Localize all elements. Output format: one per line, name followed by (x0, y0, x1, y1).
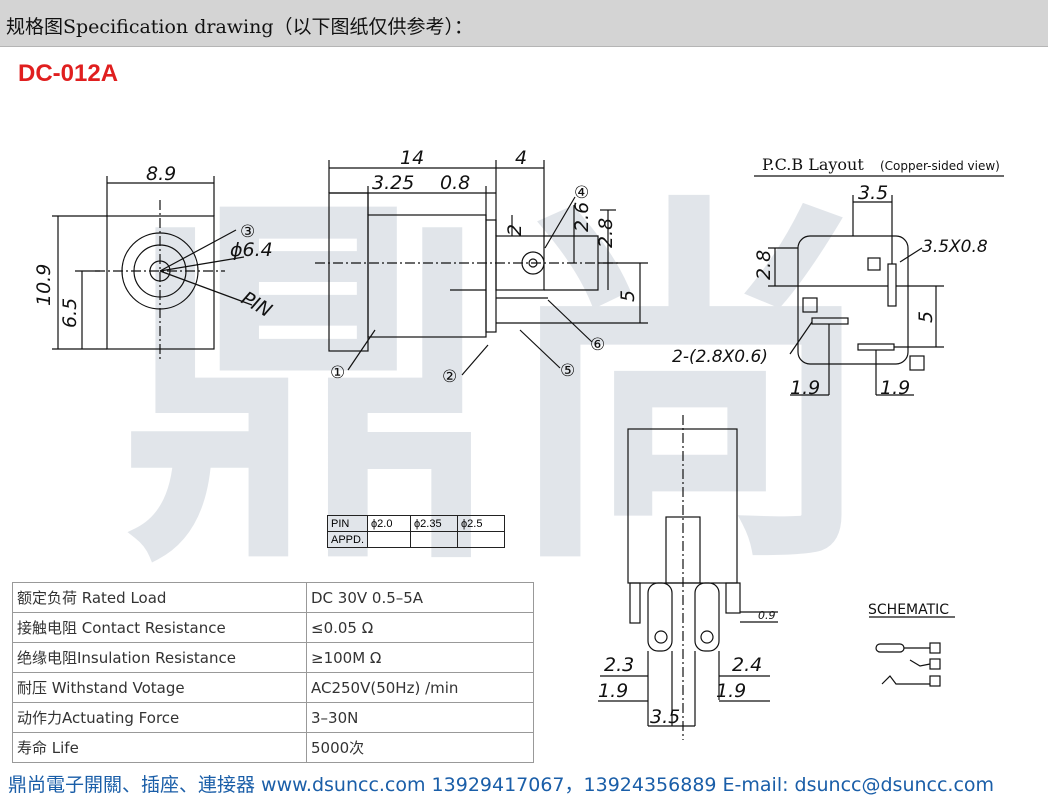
appd-cell: APPD. (326, 531, 369, 548)
bottom-view (598, 415, 778, 740)
footer-contact: 鼎尚電子開關、插座、連接器 www.dsuncc.com 13929417067… (8, 774, 995, 796)
pin-cell: PIN (326, 515, 369, 532)
bottom-right: 2.4 (732, 654, 762, 676)
schematic-title: SCHEMATIC (868, 602, 949, 618)
spec-value: 5000次 (306, 732, 534, 763)
pcb-right: 5 (915, 311, 937, 323)
spec-value: DC 30V 0.5–5A (306, 582, 534, 613)
pin-table: PIN ϕ2.0 ϕ2.35 ϕ2.5 APPD. (326, 515, 506, 548)
front-diameter: ϕ6.4 (230, 239, 273, 261)
spec-value: 3–30N (306, 702, 534, 733)
appd-cell (367, 531, 412, 548)
side-view (315, 160, 648, 376)
bottom-br: 1.9 (716, 680, 746, 702)
front-width: 8.9 (146, 163, 176, 185)
pin-cell: ϕ2.0 (367, 515, 412, 532)
page-title: 规格图Specification drawing（以下图纸仅供参考）： (6, 16, 474, 38)
spec-label: 接触电阻 Contact Resistance (12, 612, 307, 643)
side-h2: 2.6 (571, 202, 593, 232)
pcb-pad: 3.5X0.8 (922, 237, 988, 257)
footer: 鼎尚電子開關、插座、連接器 www.dsuncc.com 13929417067… (0, 765, 1048, 796)
bottom-span: 3.5 (650, 706, 680, 728)
spec-value: AC250V(50Hz) /min (306, 672, 534, 703)
spec-label: 寿命 Life (12, 732, 307, 763)
pcb-bottom-right: 1.9 (880, 377, 910, 399)
side-length: 14 (400, 147, 424, 169)
front-height: 10.9 (33, 264, 55, 306)
front-view (52, 176, 253, 360)
spec-row: 接触电阻 Contact Resistance≤0.05 Ω (12, 612, 534, 643)
side-h3: 2.8 (595, 218, 617, 248)
specification-drawing: 鼎尚 8.9 10.9 6.5 ϕ6.4 PIN ③ (33, 147, 1004, 740)
spec-value: ≤0.05 Ω (306, 612, 534, 643)
model-number: DC-012A (18, 60, 119, 87)
pcb-left: 2.8 (753, 250, 775, 280)
header-bar: 规格图Specification drawing（以下图纸仅供参考）： (0, 0, 1048, 47)
callout-2: ② (442, 367, 457, 387)
spec-label: 耐压 Withstand Votage (12, 672, 307, 703)
appd-cell (457, 531, 506, 548)
callout-4: ④ (574, 183, 589, 203)
spec-row: 绝缘电阻Insulation Resistance≥100M Ω (12, 642, 534, 673)
bottom-bl: 1.9 (598, 680, 628, 702)
pcb-top: 3.5 (858, 182, 888, 204)
pin-cell: ϕ2.35 (410, 515, 459, 532)
schematic-symbol (869, 616, 955, 687)
pcb-layout (754, 175, 1004, 396)
spec-label: 绝缘电阻Insulation Resistance (12, 642, 307, 673)
pin-cell: ϕ2.5 (457, 515, 506, 532)
side-h1: 2 (504, 224, 526, 236)
front-offset: 6.5 (59, 298, 81, 328)
appd-row: APPD. (326, 531, 506, 548)
side-seg1: 3.25 (372, 172, 414, 194)
side-seg2: 0.8 (440, 172, 470, 194)
front-callout: ③ (240, 222, 255, 242)
callout-1: ① (330, 363, 345, 383)
pcb-title: P.C.B Layout (762, 155, 864, 174)
pin-row: PIN ϕ2.0 ϕ2.35 ϕ2.5 (326, 515, 506, 532)
callout-5: ⑤ (560, 361, 575, 381)
appd-cell (410, 531, 459, 548)
bottom-left: 2.3 (604, 654, 634, 676)
spec-label: 额定负荷 Rated Load (12, 582, 307, 613)
pcb-slots: 2-(2.8X0.6) (672, 347, 768, 367)
spec-value: ≥100M Ω (306, 642, 534, 673)
bottom-thickness: 0.9 (758, 609, 776, 622)
pcb-subtitle: (Copper-sided view) (880, 159, 1000, 173)
pcb-bottom-left: 1.9 (790, 377, 820, 399)
side-tail: 4 (515, 147, 527, 169)
side-h4: 5 (617, 290, 639, 302)
callout-6: ⑥ (590, 335, 605, 355)
spec-label: 动作力Actuating Force (12, 702, 307, 733)
